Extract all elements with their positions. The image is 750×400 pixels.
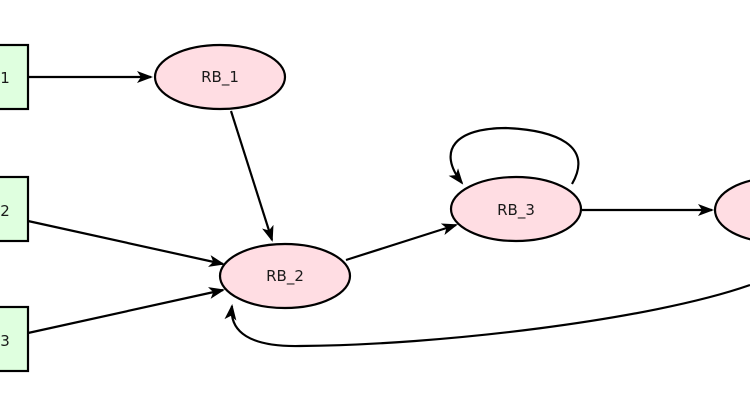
node-rb4 bbox=[713, 179, 750, 241]
node-rb3-label: RB_3 bbox=[497, 201, 535, 220]
input-box-3-label: 3 bbox=[0, 332, 10, 350]
edge-rb3-self-loop bbox=[448, 126, 580, 185]
node-rb2-label: RB_2 bbox=[266, 267, 304, 286]
input-box-1-label: 1 bbox=[0, 69, 10, 87]
input-box-2-label: 2 bbox=[0, 202, 10, 220]
node-rb2: RB_2 bbox=[218, 242, 352, 310]
node-rb3: RB_3 bbox=[449, 175, 583, 243]
edge-in2-rb2 bbox=[27, 219, 225, 267]
input-box-1: 1 bbox=[0, 43, 30, 111]
input-box-2: 2 bbox=[0, 175, 30, 243]
input-box-3: 3 bbox=[0, 305, 30, 373]
node-rb1-label: RB_1 bbox=[201, 68, 239, 87]
edge-rb4-rb2 bbox=[224, 283, 750, 348]
edge-rb1-rb2 bbox=[229, 110, 274, 242]
node-rb1: RB_1 bbox=[153, 43, 287, 111]
edge-in3-rb2 bbox=[27, 287, 225, 335]
edge-rb2-rb3 bbox=[345, 223, 458, 262]
